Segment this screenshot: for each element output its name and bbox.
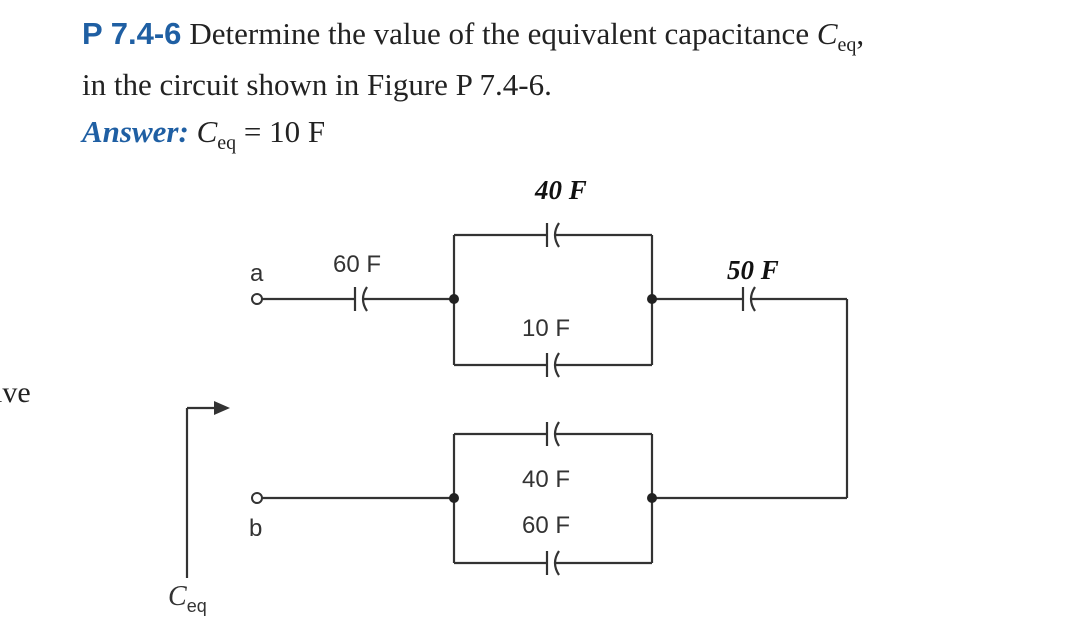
problem-number: P 7.4-6: [82, 16, 182, 51]
answer: Answer: Ceq = 10 F: [82, 114, 325, 155]
ceq-arrow: [185, 401, 230, 578]
label-10f-middle: 10 F: [522, 315, 570, 342]
problem-line-2: in the circuit shown in Figure P 7.4-6.: [82, 67, 552, 103]
terminal-b: [251, 492, 263, 504]
answer-value: = 10 F: [243, 114, 326, 149]
problem-text: Determine the value of the equivalent ca…: [189, 16, 817, 51]
label-50f-right: 50 F: [727, 255, 779, 285]
answer-symbol: C: [196, 114, 218, 149]
node-upper-left: [449, 294, 459, 304]
label-40f-lower: 40 F: [522, 466, 570, 493]
terminal-a: [251, 293, 263, 305]
label-60f-lower: 60 F: [522, 512, 570, 539]
problem-comma: ,: [856, 16, 865, 51]
ceq-symbol: C: [816, 16, 838, 51]
ceq-label-symbol: C: [168, 581, 187, 612]
ceq-label-subscript: eq: [187, 596, 207, 616]
node-lower-left: [449, 493, 459, 503]
terminal-b-label: b: [249, 515, 262, 542]
label-40f-top: 40 F: [534, 175, 587, 205]
answer-subscript: eq: [217, 132, 237, 155]
answer-label: Answer:: [82, 114, 189, 149]
ceq-subscript: eq: [837, 34, 857, 57]
label-60f-series: 60 F: [333, 251, 381, 278]
node-upper-right: [647, 294, 657, 304]
ceq-label: Ceq: [168, 581, 207, 616]
cropped-side-text: ive: [0, 376, 31, 409]
terminal-a-label: a: [250, 260, 264, 287]
node-lower-right: [647, 493, 657, 503]
